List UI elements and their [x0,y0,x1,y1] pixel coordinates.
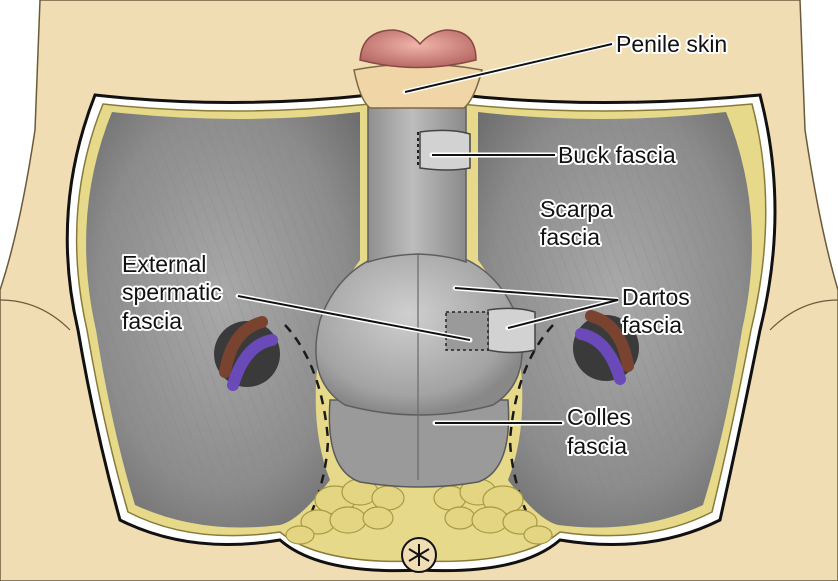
fascia-field [86,112,752,541]
dartos-fascia-flap [487,307,536,354]
thigh-line-right [769,299,838,331]
leader-lines [235,41,619,426]
label-scarpa-line2: fascia [540,224,600,250]
labels: Penile skin Buck fascia Scarpa fascia Ex… [120,29,729,461]
leader-external-spermatic [237,295,471,341]
label-external-line1: External [122,251,206,277]
label-external-line2: spermatic [122,279,222,305]
penis [353,29,536,354]
glans [359,29,477,69]
dartos-fascia-window [445,311,489,351]
thigh-line-left [0,299,71,331]
scrotum [315,247,523,488]
label-dartos-line2: fascia [622,312,682,338]
perineal-fat [285,478,553,545]
leader-penile-skin [404,43,613,93]
label-colles-line2: fascia [567,433,627,459]
label-scarpa-line1: Scarpa [540,196,613,222]
anus-symbol [401,537,437,573]
label-buck-fascia: Buck fascia [558,142,676,168]
dashed-border-left [284,324,330,541]
foreskin [353,63,483,109]
dashed-border-right [508,324,554,541]
spermatic-cord-right [573,310,639,385]
label-colles-line1: Colles [567,404,631,430]
label-external-line3: fascia [122,308,182,334]
leader-dartos-fascia [454,287,619,329]
penile-shaft [367,99,467,264]
spermatic-cord-left [214,316,280,391]
label-dartos-line1: Dartos [622,284,690,310]
striae-left [86,112,360,528]
buck-fascia-flap [419,129,471,171]
label-penile-skin: Penile skin [616,31,727,57]
